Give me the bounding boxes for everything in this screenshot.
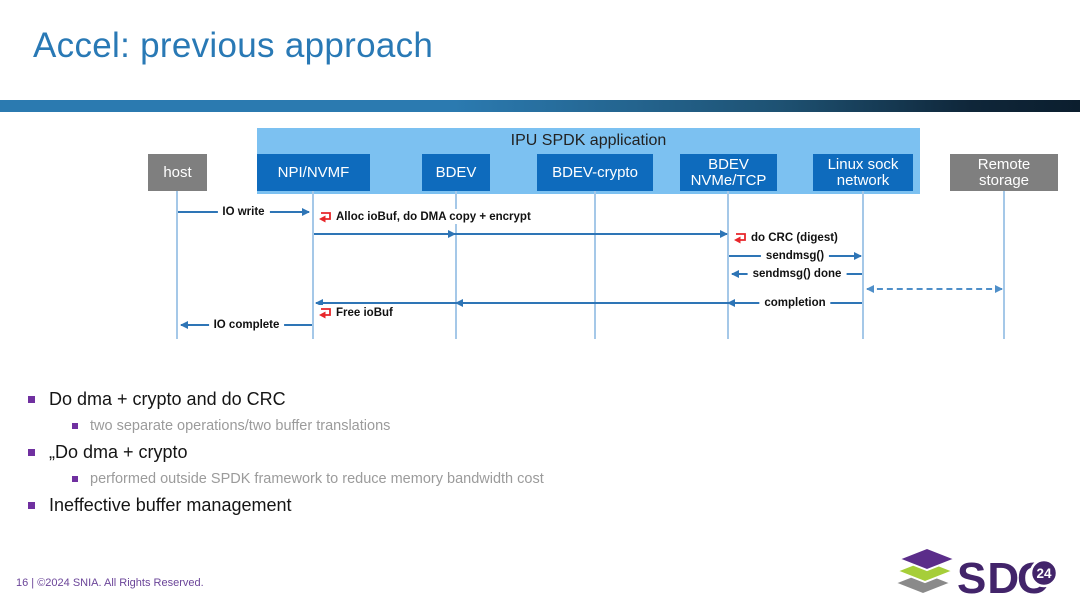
lifeline-bdev [455,191,457,339]
msg-completion-label: completion [759,297,831,309]
msg-io-write-label: IO write [217,206,270,218]
logo-badge-circle [1029,558,1059,588]
arrowhead-left [315,299,323,307]
actor-bdev-crypto: BDEV-crypto [537,154,653,191]
bullet-square-icon [28,396,35,403]
lifeline-bdev-nvme-tcp [727,191,729,339]
lifeline-host [176,191,178,339]
msg-sendmsg-done-label: sendmsg() done [747,268,847,280]
arrowhead-left-mid-nvme-tcp [727,299,735,307]
arrowhead-left [180,321,188,329]
bullet-item: Ineffective buffer management [28,495,1038,516]
bullet-text: „Do dma + crypto [49,442,188,462]
logo-diamond-purple [896,546,958,572]
msg-sendmsg: sendmsg() [729,250,862,262]
arrowhead-right [854,252,862,260]
footer-copyright: 16 | ©2024 SNIA. All Rights Reserved. [16,577,204,589]
actor-host: host [148,154,207,191]
msg-npi-to-nvme-tcp [314,230,728,238]
logo-text-sd: SD [957,554,1020,602]
arrowhead-right [302,208,310,216]
msg-completion: completion [315,297,862,309]
msg-sendmsg-label: sendmsg() [760,250,830,262]
bullet-square-icon [72,423,78,429]
bullet-subitem: two separate operations/two buffer trans… [72,418,1038,434]
actor-npi-nvmf: NPI/NVMF [257,154,370,191]
self-loop-icon [319,307,331,318]
logo-badge-year: 24 [1036,566,1052,581]
self-loop-icon [319,211,331,222]
lifeline-linux-sock [862,191,864,339]
ipu-spdk-banner-label: IPU SPDK application [510,132,667,149]
actor-remote-storage: Remote storage [950,154,1058,191]
bullet-square-icon [72,476,78,482]
bullet-text: two separate operations/two buffer trans… [90,418,391,434]
selfop-free-iobuf-label: Free ioBuf [336,306,393,319]
actor-bdev-nvme-tcp: BDEV NVMe/TCP [680,154,777,191]
selfop-free-iobuf: Free ioBuf [315,305,396,320]
msg-io-write: IO write [178,206,310,218]
bullet-text: Ineffective buffer management [49,495,292,515]
msg-io-complete-label: IO complete [208,319,285,331]
bullet-square-icon [28,502,35,509]
arrowhead-right [720,230,728,238]
arrowhead-left-mid-bdev [455,299,463,307]
lifeline-remote-storage [1003,191,1005,339]
lifeline-bdev-crypto [594,191,596,339]
bullet-square-icon [28,449,35,456]
actor-linux-sock: Linux sock network [813,154,913,191]
arrowhead-right [995,285,1003,293]
title-divider [0,100,1080,112]
bullet-text: Do dma + crypto and do CRC [49,389,286,409]
bullet-item: Do dma + crypto and do CRC [28,389,1038,410]
msg-sock-remote-dashed [866,285,1003,293]
lifeline-npi-nvmf [312,191,314,339]
arrowhead-left [731,270,739,278]
bullet-item: „Do dma + crypto [28,442,1038,463]
arrowhead-left [866,285,874,293]
page-title: Accel: previous approach [33,26,434,65]
sdc-24-logo: SD C 24 [893,546,1059,602]
selfop-alloc-iobuf: Alloc ioBuf, do DMA copy + encrypt [315,209,534,224]
self-loop-icon [734,232,746,243]
selfop-alloc-iobuf-label: Alloc ioBuf, do DMA copy + encrypt [336,210,531,223]
arrowhead-right-mid-bdev [448,230,456,238]
bullet-subitem: performed outside SPDK framework to redu… [72,471,1038,487]
msg-io-complete: IO complete [180,319,312,331]
bullet-text: performed outside SPDK framework to redu… [90,471,544,487]
selfop-do-crc: do CRC (digest) [730,230,841,245]
bullet-list: Do dma + crypto and do CRC two separate … [28,381,1038,524]
actor-bdev: BDEV [422,154,490,191]
selfop-do-crc-label: do CRC (digest) [751,231,838,244]
msg-sendmsg-done: sendmsg() done [731,268,862,280]
